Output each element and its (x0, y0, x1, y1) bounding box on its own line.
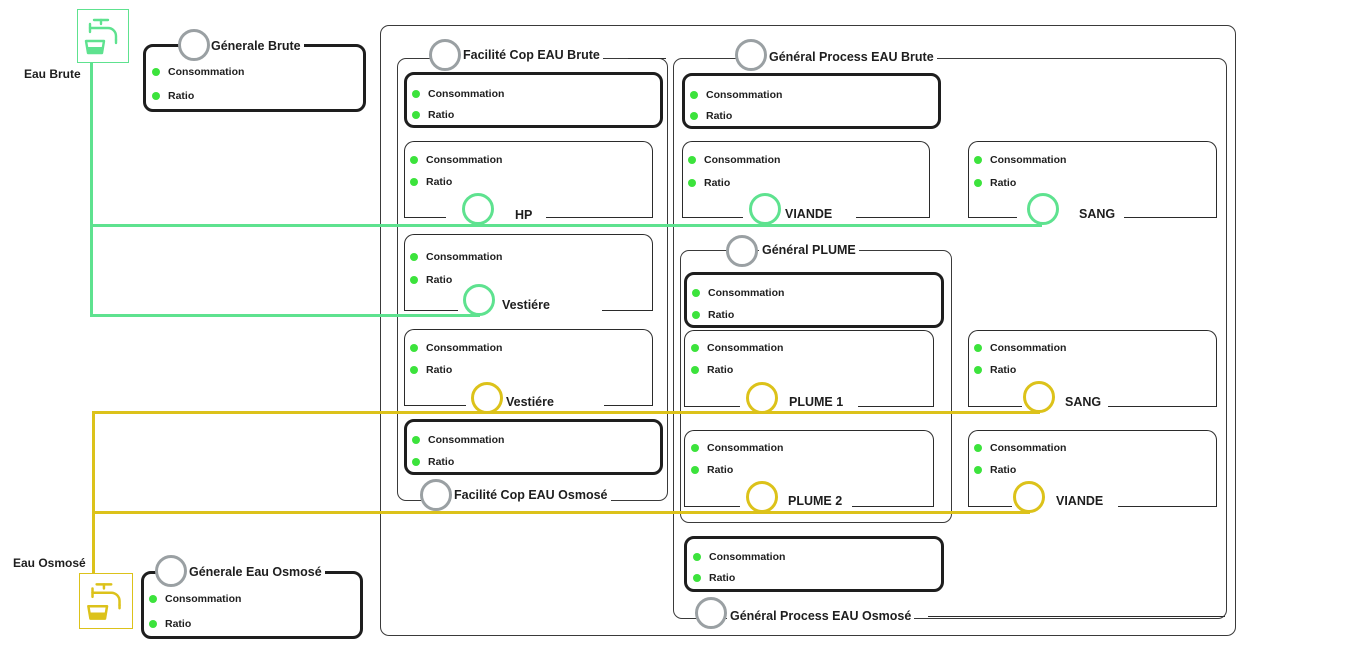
plume2-node[interactable] (746, 481, 778, 513)
brute-main-line (90, 224, 1042, 227)
brute-vertical-line (90, 58, 93, 317)
plume1-node[interactable] (746, 382, 778, 414)
eau-osmose-label: Eau Osmosé (13, 556, 86, 570)
viande-brute-card[interactable]: Consommation Ratio (682, 141, 930, 218)
status-dot (693, 553, 701, 561)
brute-vestiere-line (90, 314, 480, 317)
vestiere-osmose-label: Vestiére (503, 395, 557, 409)
eau-brute-label: Eau Brute (24, 67, 81, 81)
status-dot (410, 178, 418, 186)
status-dot (410, 253, 418, 261)
vestiere-osmose-card[interactable]: Consommation Ratio (404, 329, 653, 406)
status-dot (691, 366, 699, 374)
status-dot (693, 574, 701, 582)
process-osmose-node[interactable] (695, 597, 727, 629)
water-tap-icon (79, 573, 133, 629)
sang-brute-label: SANG (1076, 207, 1119, 221)
viande-brute-label: VIANDE (782, 207, 836, 221)
sang-brute-node[interactable] (1027, 193, 1059, 225)
plume-summary[interactable]: Consommation Ratio (684, 272, 944, 328)
hp-label: HP (512, 208, 536, 222)
status-dot (690, 91, 698, 99)
plume2-label: PLUME 2 (785, 494, 846, 508)
status-dot (691, 466, 699, 474)
hp-card[interactable]: Consommation Ratio (404, 141, 653, 218)
status-dot (691, 344, 699, 352)
plume-title: Général PLUME (759, 243, 859, 257)
status-dot (152, 68, 160, 76)
facilite-brute-title: Facilité Cop EAU Brute (460, 48, 603, 62)
status-dot (691, 444, 699, 452)
plume1-card[interactable]: Consommation Ratio (684, 330, 934, 407)
process-brute-node[interactable] (735, 39, 767, 71)
osmose-line-1 (92, 411, 1040, 414)
hp-node[interactable] (462, 193, 494, 225)
vestiere-brute-label: Vestiére (499, 298, 553, 312)
status-dot (410, 156, 418, 164)
status-dot (412, 458, 420, 466)
status-dot (974, 156, 982, 164)
generale-brute-node[interactable] (178, 29, 210, 61)
sang-osmose-node[interactable] (1023, 381, 1055, 413)
status-dot (152, 92, 160, 100)
sang-brute-card[interactable]: Consommation Ratio (968, 141, 1217, 218)
process-osmose-title: Général Process EAU Osmosé (727, 609, 915, 623)
generale-osmose-node[interactable] (155, 555, 187, 587)
status-dot (412, 111, 420, 119)
process-brute-summary[interactable]: Consommation Ratio (682, 73, 941, 129)
plume-node[interactable] (726, 235, 758, 267)
osmose-line-2 (92, 511, 1030, 514)
facilite-brute-node[interactable] (429, 39, 461, 71)
main-container (380, 25, 1236, 636)
osmose-vertical-line (92, 411, 95, 576)
generale-osmose-title: Génerale Eau Osmosé (186, 565, 325, 579)
vestiere-brute-node[interactable] (463, 284, 495, 316)
status-dot (410, 344, 418, 352)
plume1-label: PLUME 1 (786, 395, 847, 409)
status-dot (692, 289, 700, 297)
status-dot (692, 311, 700, 319)
status-dot (149, 595, 157, 603)
viande-brute-node[interactable] (749, 193, 781, 225)
status-dot (412, 90, 420, 98)
vestiere-osmose-node[interactable] (471, 382, 503, 414)
status-dot (412, 436, 420, 444)
sang-osmose-card[interactable]: Consommation Ratio (968, 330, 1217, 407)
viande-osmose-label: VIANDE (1053, 494, 1107, 508)
process-osmose-summary[interactable]: Consommation Ratio (684, 536, 944, 592)
viande-osmose-node[interactable] (1013, 481, 1045, 513)
process-group-frame (673, 58, 1227, 619)
status-dot (688, 156, 696, 164)
facilite-osmose-title: Facilité Cop EAU Osmosé (451, 488, 611, 502)
status-dot (690, 112, 698, 120)
status-dot (410, 276, 418, 284)
status-dot (974, 366, 982, 374)
generale-brute-card[interactable]: Consommation Ratio (143, 44, 366, 112)
facilite-osmose-summary[interactable]: Consommation Ratio (404, 419, 663, 475)
status-dot (974, 444, 982, 452)
status-dot (688, 179, 696, 187)
status-dot (410, 366, 418, 374)
status-dot (974, 344, 982, 352)
status-dot (974, 179, 982, 187)
process-brute-title: Général Process EAU Brute (766, 50, 937, 64)
generale-brute-title: Génerale Brute (208, 39, 304, 53)
status-dot (149, 620, 157, 628)
status-dot (974, 466, 982, 474)
facilite-brute-summary[interactable]: Consommation Ratio (404, 72, 663, 128)
water-tap-icon (77, 9, 129, 63)
sang-osmose-label: SANG (1062, 395, 1105, 409)
facilite-osmose-node[interactable] (420, 479, 452, 511)
